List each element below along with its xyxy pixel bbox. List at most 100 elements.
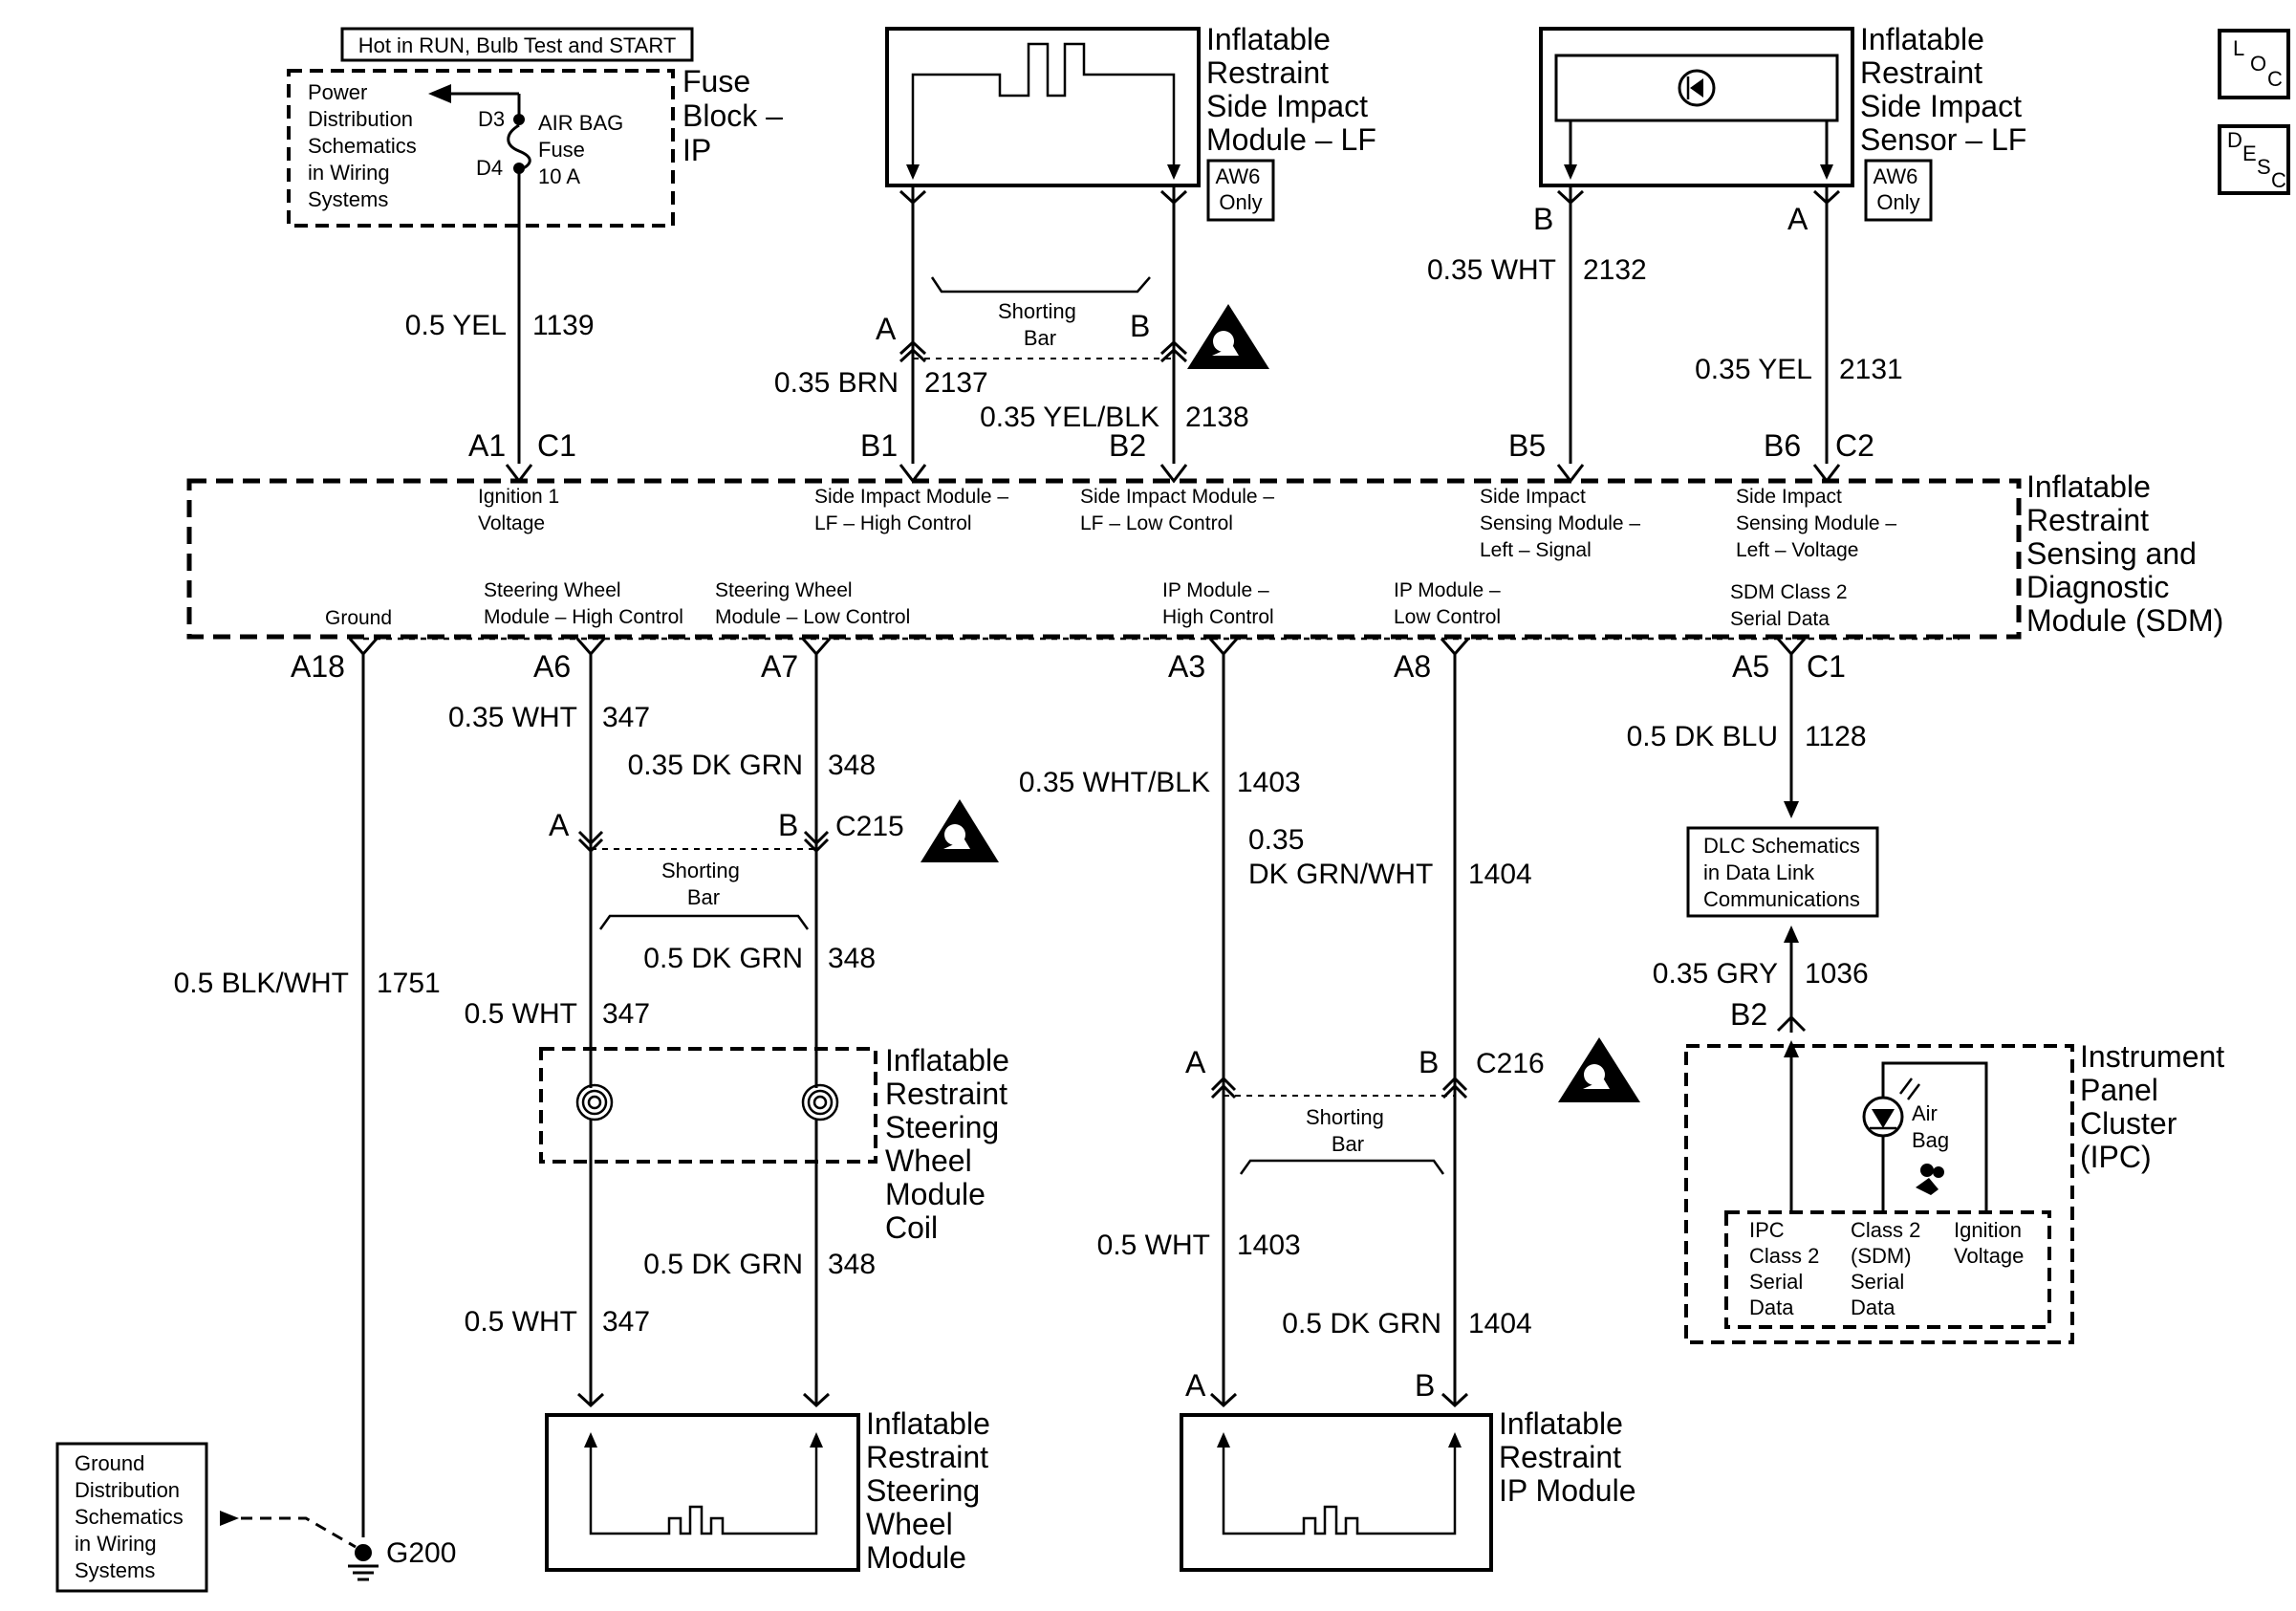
sw-w6-circuit: 347 xyxy=(602,1306,650,1338)
sdm-pin-a5: A5 xyxy=(1732,649,1769,684)
ip-w4-color: 0.5 DK GRN xyxy=(1282,1308,1441,1339)
ipc-lamp-label: Air Bag xyxy=(1912,1101,1949,1152)
sdm-fn-sim-low: Side Impact Module – LF – Low Control xyxy=(1080,486,1280,534)
sim-pin-b: B xyxy=(1130,309,1150,343)
dlc-box xyxy=(1686,826,1879,918)
ip-shorting-bar: Shorting Bar xyxy=(1306,1105,1390,1156)
coil-spiral-icon xyxy=(575,1083,614,1121)
sdm-pin-a7: A7 xyxy=(761,649,798,684)
fuse-name: AIR BAG Fuse 10 A xyxy=(538,111,629,188)
ip-w4-circuit: 1404 xyxy=(1468,1308,1532,1339)
svg-text:E: E xyxy=(2242,142,2257,165)
sdm-fn-ip-low: IP Module – Low Control xyxy=(1394,579,1506,628)
steering-section: 0.35 WHT 347 0.35 DK GRN 348 A B C215 Sh… xyxy=(448,654,1018,1575)
sw-w3-color: 0.5 DK GRN xyxy=(643,943,803,974)
ip-connector: C216 xyxy=(1476,1048,1545,1079)
wire-1139-color: 0.5 YEL xyxy=(405,310,507,341)
sw-w1-color: 0.35 WHT xyxy=(448,702,577,733)
sw-w2-color: 0.35 DK GRN xyxy=(628,750,803,781)
power-section: Hot in RUN, Bulb Test and START Power Di… xyxy=(287,27,791,464)
sis-option: AW6 Only xyxy=(1874,164,1924,214)
sdm-pin-c1-top: C1 xyxy=(537,428,576,463)
gds-text: Ground Distribution Schematics in Wiring… xyxy=(75,1451,189,1582)
sim-wire-a-color: 0.35 BRN xyxy=(774,367,899,399)
fuse-block-dashed xyxy=(287,69,675,228)
sdm-pin-a3: A3 xyxy=(1168,649,1205,684)
sdm-fn-sis-signal: Side Impact Sensing Module – Left – Sign… xyxy=(1480,486,1646,561)
ipc-pin-b2: B2 xyxy=(1730,997,1767,1032)
ip-w2-color: 0.35 DK GRN/WHT xyxy=(1248,824,1433,890)
dlc-text: DLC Schematics in Data Link Communicatio… xyxy=(1703,834,1866,911)
fuse-top-pin: D3 xyxy=(478,107,505,131)
ground-icon xyxy=(348,1544,379,1581)
sdm-fn-sim-high: Side Impact Module – LF – High Control xyxy=(814,486,1014,534)
sw-shorting-bar: Shorting Bar xyxy=(661,859,746,909)
sw-pin-b: B xyxy=(778,808,798,842)
airbag-warning-icon xyxy=(921,799,999,862)
sim-name: Inflatable Restraint Side Impact Module … xyxy=(1206,22,1376,157)
ip-w3-circuit: 1403 xyxy=(1237,1230,1301,1261)
ip-module-name: Inflatable Restraint IP Module xyxy=(1499,1406,1636,1508)
sim-wire-b-color: 0.35 YEL/BLK xyxy=(980,402,1159,433)
ip-module-pin-b: B xyxy=(1415,1368,1435,1403)
svg-text:C: C xyxy=(2267,67,2283,91)
ip-pin-a: A xyxy=(1185,1045,1206,1079)
dl-wire2-color: 0.35 GRY xyxy=(1653,958,1778,990)
ipc-inner-dashed-box xyxy=(1724,1210,2051,1329)
sdm-pin-c1-bottom: C1 xyxy=(1807,649,1846,684)
ip-w1-color: 0.35 WHT/BLK xyxy=(1019,767,1210,798)
sdm-pin-a1: A1 xyxy=(468,428,506,463)
ground-section: 0.5 BLK/WHT 1751 G200 Ground Distributio… xyxy=(55,654,456,1593)
sdm-fn-ip-high: IP Module – High Control xyxy=(1162,579,1275,628)
svg-text:S: S xyxy=(2257,155,2271,179)
sim-option-box xyxy=(1206,159,1275,222)
sdm-fn-sis-voltage: Side Impact Sensing Module – Left – Volt… xyxy=(1736,486,1902,561)
sdm-pin-a8: A8 xyxy=(1394,649,1431,684)
sim-wire-a-circuit: 2137 xyxy=(924,367,988,399)
ip-w1-circuit: 1403 xyxy=(1237,767,1301,798)
sdm-dashed-box xyxy=(186,478,2022,640)
pds-text: Power Distribution Schematics in Wiring … xyxy=(308,80,422,211)
ipc-section: Instrument Panel Cluster (IPC) Air Bag I… xyxy=(1684,1039,2224,1344)
wire-1751-circuit: 1751 xyxy=(377,968,441,999)
sw-w4-color: 0.5 WHT xyxy=(465,998,577,1030)
sis-wire-b-circuit: 2132 xyxy=(1583,254,1647,286)
sw-w2-circuit: 348 xyxy=(828,750,876,781)
data-link-section: 0.5 DK BLU 1128 DLC Schematics in Data L… xyxy=(1627,654,1879,1033)
ground-point: G200 xyxy=(386,1537,456,1569)
gds-box xyxy=(55,1442,208,1593)
sw-pin-a: A xyxy=(549,808,570,842)
fuse-bottom-pin: D4 xyxy=(476,156,503,180)
ip-module-section: 0.35 WHT/BLK 1403 0.35 DK GRN/WHT 1404 A… xyxy=(1019,654,1640,1572)
sim-wire-b-circuit: 2138 xyxy=(1185,402,1249,433)
ip-module-pin-a: A xyxy=(1185,1368,1206,1403)
loc-icon[interactable]: L O C xyxy=(2218,29,2290,99)
sw-w4-circuit: 347 xyxy=(602,998,650,1030)
fuse-icon xyxy=(507,94,531,174)
dl-wire-color: 0.5 DK BLU xyxy=(1627,721,1778,752)
sw-connector: C215 xyxy=(835,811,904,842)
fuse-block-name: Fuse Block – IP xyxy=(682,64,791,167)
ip-w2-circuit: 1404 xyxy=(1468,859,1532,890)
sis-wire-a-color: 0.35 YEL xyxy=(1695,354,1812,385)
sdm-fn-sw-high: Steering Wheel Module – High Control xyxy=(484,579,683,628)
hot-label: Hot in RUN, Bulb Test and START xyxy=(358,33,677,57)
coil-name: Inflatable Restraint Steering Wheel Modu… xyxy=(885,1043,1018,1245)
sdm-pin-b6: B6 xyxy=(1764,428,1801,463)
coil-spiral-icon xyxy=(801,1083,839,1121)
svg-text:L: L xyxy=(2233,36,2244,60)
desc-icon[interactable]: D E S C xyxy=(2218,124,2290,195)
sim-box xyxy=(885,27,1201,187)
sw-module-name: Inflatable Restraint Steering Wheel Modu… xyxy=(866,1406,999,1575)
sw-w6-color: 0.5 WHT xyxy=(465,1306,577,1338)
airbag-warning-icon xyxy=(1187,304,1269,369)
dl-wire-circuit: 1128 xyxy=(1805,721,1867,752)
ipc-fn-ign: Ignition Voltage xyxy=(1954,1218,2027,1268)
ipc-dashed-box xyxy=(1684,1044,2074,1344)
sdm-fn-sw-low: Steering Wheel Module – Low Control xyxy=(715,579,910,628)
svg-text:D: D xyxy=(2227,128,2242,152)
ip-w3-color: 0.5 WHT xyxy=(1097,1230,1210,1261)
sim-shorting-bar: Shorting Bar xyxy=(998,299,1082,350)
side-impact-module: Inflatable Restraint Side Impact Module … xyxy=(774,22,1376,464)
